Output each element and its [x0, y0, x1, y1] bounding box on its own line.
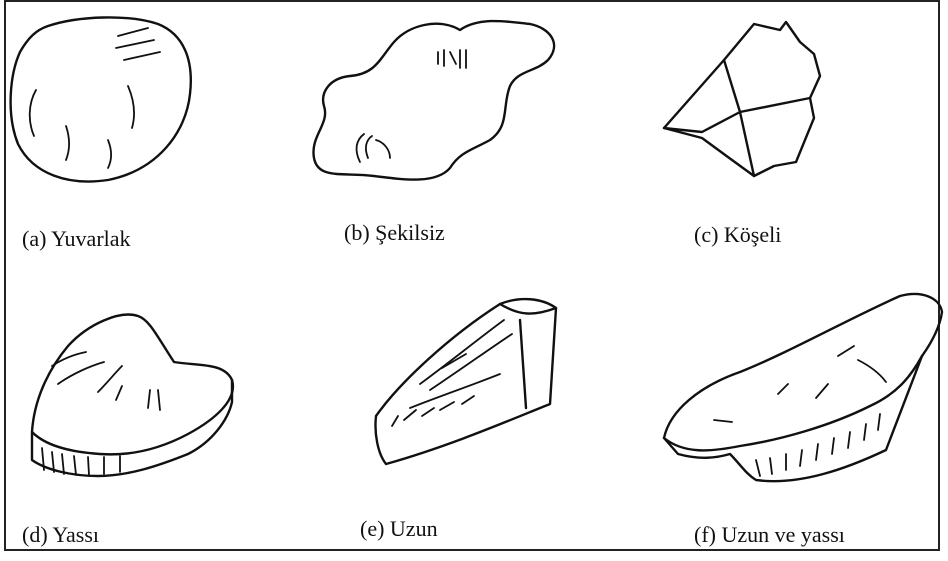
caption-a: (a) Yuvarlak: [22, 226, 131, 252]
flat-stone-icon: [28, 310, 234, 480]
caption-b: (b) Şekilsiz: [344, 220, 445, 246]
elongated-stone-icon: [370, 296, 560, 466]
irregular-stone-icon: [310, 14, 562, 186]
caption-d: (d) Yassı: [22, 522, 99, 548]
angular-stone-icon: [662, 20, 826, 180]
rounded-stone-icon: [8, 14, 198, 186]
caption-e: (e) Uzun: [360, 516, 438, 542]
caption-c: (c) Köşeli: [694, 222, 781, 248]
elongated-flat-stone-icon: [660, 290, 942, 494]
caption-f: (f) Uzun ve yassı: [694, 522, 845, 548]
